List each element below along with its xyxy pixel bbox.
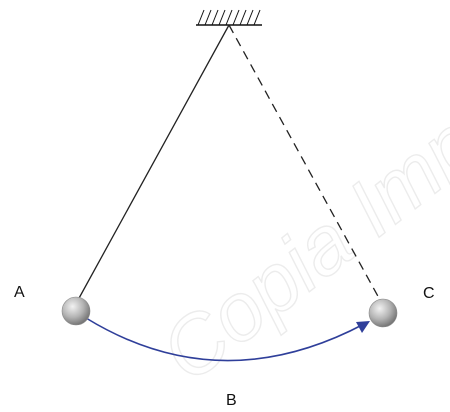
swing-arc <box>85 317 365 362</box>
label-b: B <box>226 392 237 409</box>
arrowhead-icon <box>356 321 370 333</box>
watermark-text: Copia Improved <box>145 0 450 399</box>
label-a: A <box>14 284 25 301</box>
ceiling-hatch-icon <box>196 9 262 26</box>
string-to-a <box>77 24 230 301</box>
watermark: Copia Improved <box>144 0 450 400</box>
string-to-c-dashed <box>228 24 381 301</box>
label-c: C <box>423 285 435 302</box>
bob-c <box>368 298 398 328</box>
bob-a <box>61 296 91 326</box>
